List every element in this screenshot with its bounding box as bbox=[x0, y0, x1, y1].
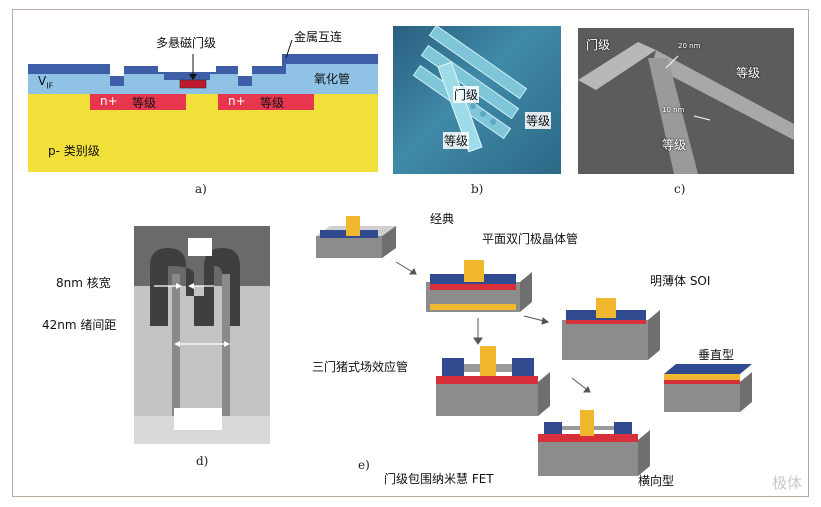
level-bottom-label: 等级 bbox=[662, 138, 687, 152]
dim-bottom-label: 10 nm bbox=[662, 106, 685, 114]
caption-d: d) bbox=[196, 454, 209, 468]
trigate-finfet-device bbox=[436, 346, 550, 416]
panel-c-sem: 门级 20 nm 等级 10 nm 等级 bbox=[578, 28, 794, 174]
gaa-label: 门级包围纳米慧 FET bbox=[384, 472, 494, 486]
substrate-layer bbox=[28, 94, 378, 172]
n-plus-right bbox=[218, 94, 314, 110]
panel-e: 经典 平面双门极晶体管 明薄体 SOI 三门猪式场效应管 垂直型 e) 门级包围… bbox=[312, 206, 772, 496]
gate-all-around-device bbox=[538, 410, 650, 476]
thin-body-soi-device bbox=[562, 298, 660, 360]
n-plus-left bbox=[90, 94, 186, 110]
n-plus-right-label: n+ bbox=[228, 94, 246, 108]
gate-label: 门级 bbox=[453, 86, 480, 103]
caption-a: a) bbox=[195, 182, 207, 196]
oxide-layer bbox=[28, 64, 378, 94]
core-width-label: 8nm 核宽 bbox=[56, 276, 111, 290]
planar-double-gate-device bbox=[426, 260, 532, 312]
metal-label: 金属互连 bbox=[294, 30, 343, 44]
panel-a: 多悬磁门级 金属互连 VIF 氧化管 n+ 等级 n+ 等级 p- 类别级 bbox=[24, 24, 386, 174]
level-right-label: 等级 bbox=[525, 112, 552, 129]
level-right-label: 等级 bbox=[736, 66, 761, 80]
classic-label: 经典 bbox=[430, 212, 455, 226]
gate-label: 多悬磁门级 bbox=[156, 36, 217, 50]
gate-block bbox=[179, 79, 207, 89]
pitch-label: 42nm 绪间距 bbox=[42, 318, 117, 332]
caption-b: b) bbox=[471, 182, 484, 196]
level-right-label: 等级 bbox=[260, 96, 285, 110]
metal-interconnect bbox=[28, 54, 378, 86]
n-plus-left-label: n+ bbox=[100, 94, 118, 108]
dim-top-label: 20 nm bbox=[678, 42, 701, 50]
watermark: 极体 bbox=[772, 474, 803, 492]
figure-frame bbox=[12, 9, 809, 497]
classic-device bbox=[316, 216, 396, 258]
vif-label: VIF bbox=[38, 74, 54, 91]
caption-c: c) bbox=[674, 182, 686, 196]
substrate-label: p- 类别级 bbox=[48, 144, 100, 158]
vertical-device bbox=[664, 364, 752, 412]
transistor-evolution-diagram bbox=[316, 216, 752, 476]
lateral-label: 横向型 bbox=[638, 474, 675, 488]
gate-label: 门级 bbox=[586, 38, 611, 52]
nanowire-sem-illustration bbox=[578, 42, 794, 174]
level-bottom-label: 等级 bbox=[443, 132, 470, 149]
level-left-label: 等级 bbox=[132, 96, 157, 110]
mosfet-cross-section bbox=[24, 24, 386, 174]
planar-dg-label: 平面双门极晶体管 bbox=[482, 232, 579, 246]
tem-fin-illustration bbox=[134, 226, 270, 444]
panel-d-tem bbox=[134, 226, 270, 444]
thin-soi-label: 明薄体 SOI bbox=[650, 274, 711, 288]
trigate-label: 三门猪式场效应管 bbox=[312, 360, 409, 374]
caption-e: e) bbox=[358, 458, 370, 472]
vertical-label: 垂直型 bbox=[698, 348, 735, 362]
panel-b-sem: 门级 等级 等级 bbox=[393, 26, 561, 174]
oxide-label: 氧化管 bbox=[314, 72, 351, 86]
